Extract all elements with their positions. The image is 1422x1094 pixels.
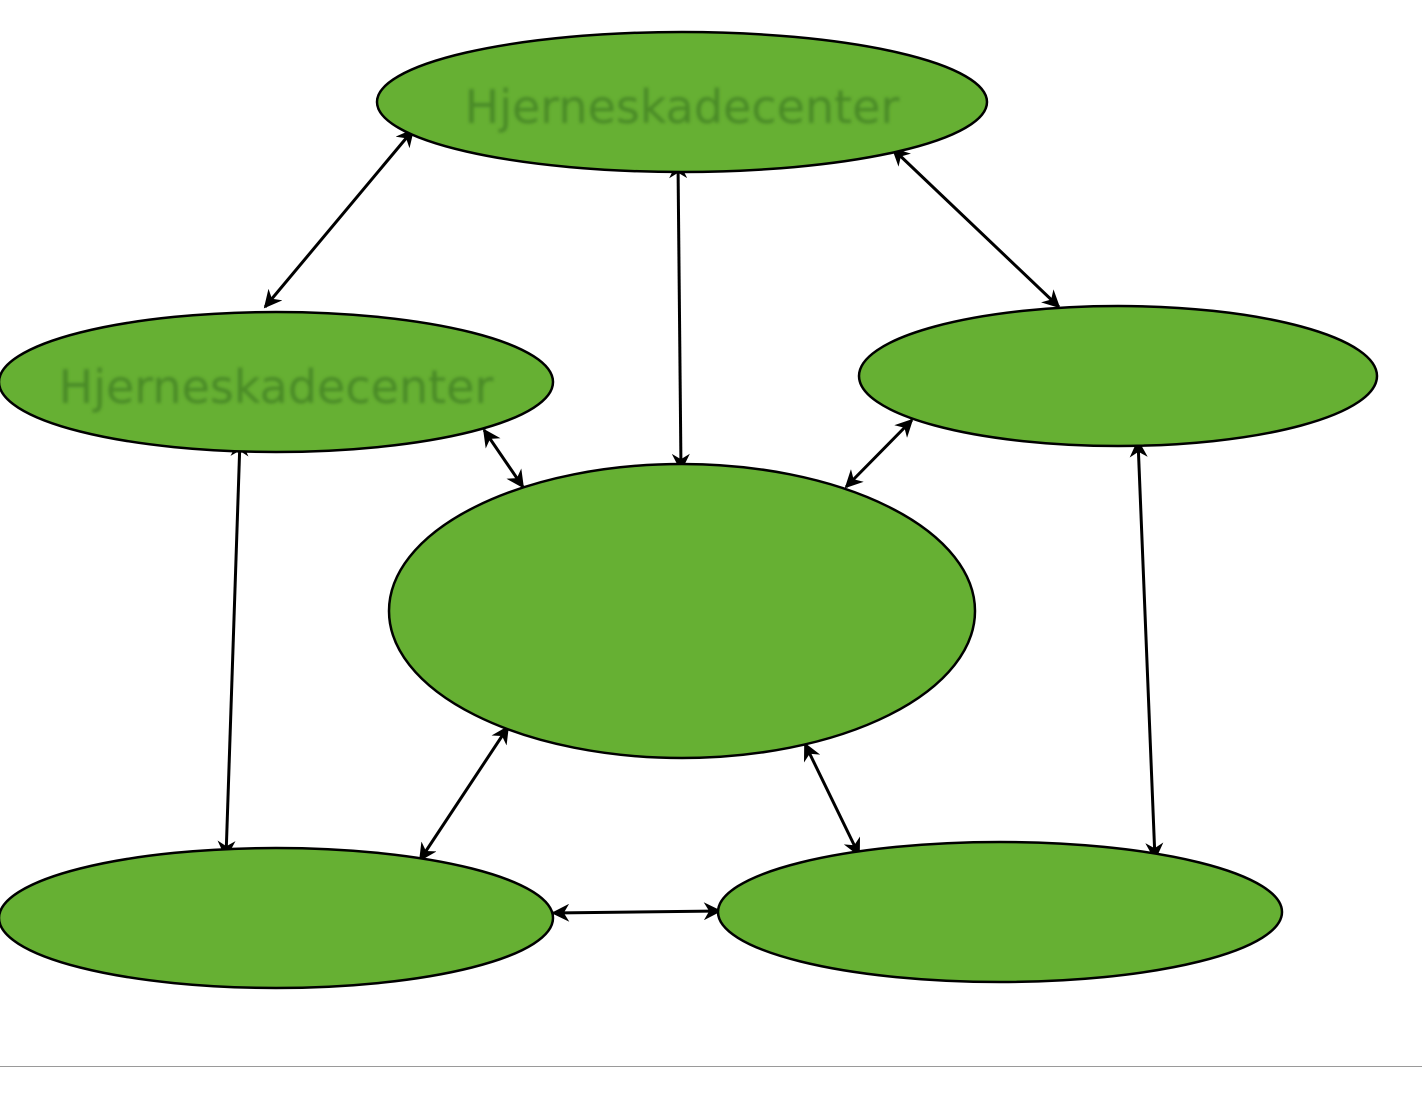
edge-center-bottom-right [803,742,861,857]
node-top-shape [375,30,989,174]
node-left-label: Hjerneskadecenter [59,360,494,414]
edge-top-right [891,147,1061,309]
edge-bottom-left-bottom-right [551,902,722,922]
node-bottom-right [716,840,1284,984]
node-right-shape [857,304,1379,448]
edges [217,128,1164,922]
node-bottom-left-shape [0,846,555,990]
node-top-label: Hjerneskadecenter [465,80,900,134]
edge-left-center [482,428,525,489]
node-center [387,462,977,760]
node-bottom-left [0,846,555,990]
node-center-shape [387,462,977,760]
node-left-shape [0,310,555,454]
node-top: Hjerneskadecenter [375,30,989,174]
edge-top-left [263,128,415,309]
edge-right-center [844,418,914,489]
edge-center-bottom-left [418,725,510,862]
node-left: Hjerneskadecenter [0,310,555,454]
edge-top-center [669,160,690,472]
edge-left-bottom-left [217,438,249,859]
bottom-divider [0,1066,1422,1067]
node-right [857,304,1379,448]
edge-right-bottom-right [1129,439,1164,861]
node-bottom-right-shape [716,840,1284,984]
